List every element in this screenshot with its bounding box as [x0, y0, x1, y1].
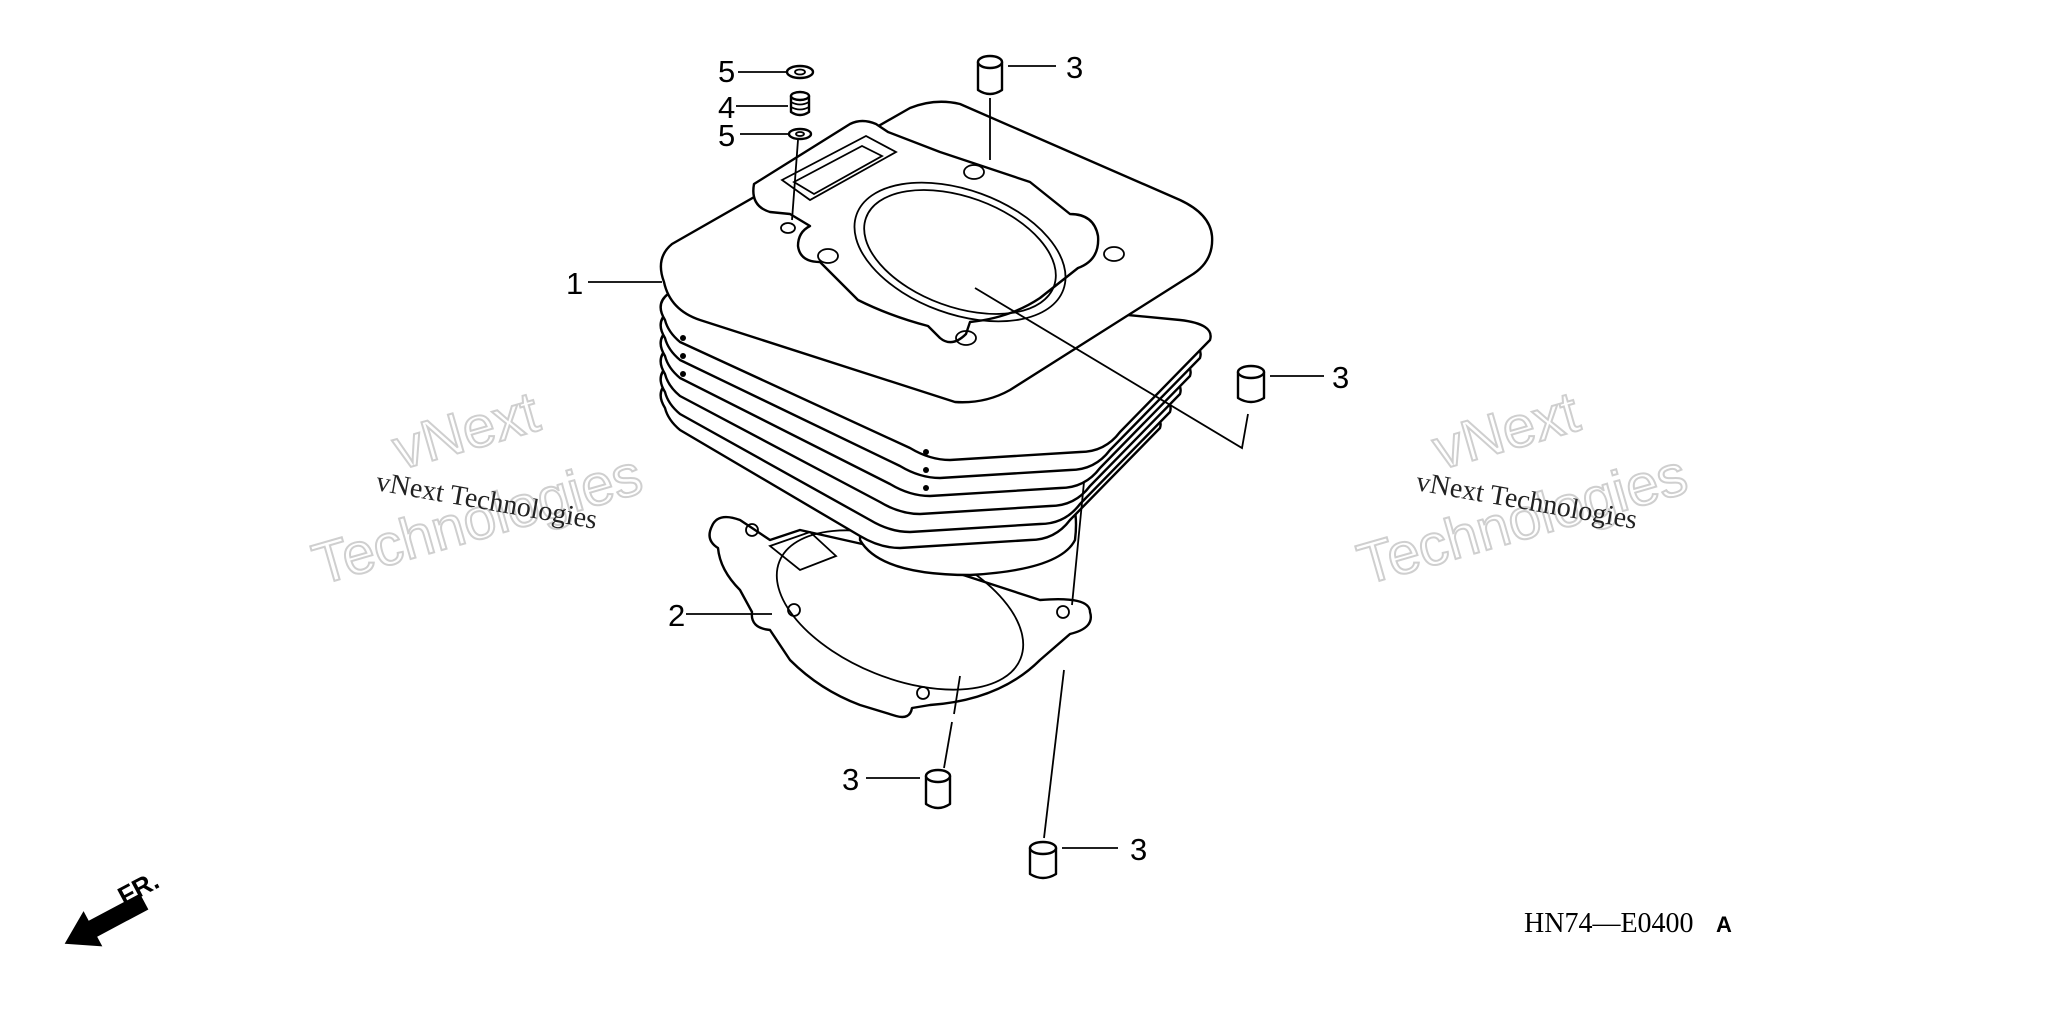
dowel-pin-bottom-left: [924, 768, 952, 810]
watermark-right-brand: vNext: [1426, 379, 1586, 482]
dowel-pin-bottom-right: [1028, 840, 1058, 880]
watermark-right-outline: Technologies: [1351, 442, 1694, 598]
watermark-right: vNext Technologies vNext Technologies: [1350, 378, 1695, 598]
diagram-code: HN74—E0400: [1524, 908, 1694, 939]
cylinder-barrel: [659, 100, 1214, 577]
watermark-left-brand: vNext: [386, 379, 546, 482]
diagram-code-suffix: A: [1716, 912, 1732, 937]
nipple-fitting: [789, 90, 811, 117]
callout-washer-upper: 5: [718, 54, 735, 89]
watermark-left-outline: Technologies: [306, 442, 649, 598]
callout-cylinder: 1: [566, 266, 583, 301]
callout-dowel-right: 3: [1332, 360, 1349, 395]
callout-dowel-top: 3: [1066, 50, 1083, 85]
leader-lines: [588, 65, 1324, 849]
dowel-pin-top: [976, 54, 1004, 96]
sealing-washer-lower: [787, 127, 813, 141]
callout-nipple: 4: [718, 90, 735, 125]
cylinder-base-gasket: [708, 515, 1092, 719]
watermark-left: vNext Technologies vNext Technologies: [305, 378, 650, 598]
sealing-washer-upper: [785, 64, 815, 80]
dowel-pin-right: [1236, 364, 1266, 404]
callout-dowel-bottom-right: 3: [1130, 832, 1147, 867]
callout-gasket: 2: [668, 598, 685, 633]
callout-dowel-bottom-left: 3: [842, 762, 859, 797]
callout-washer-lower: 5: [718, 118, 735, 153]
front-arrow-icon: [64, 893, 149, 947]
